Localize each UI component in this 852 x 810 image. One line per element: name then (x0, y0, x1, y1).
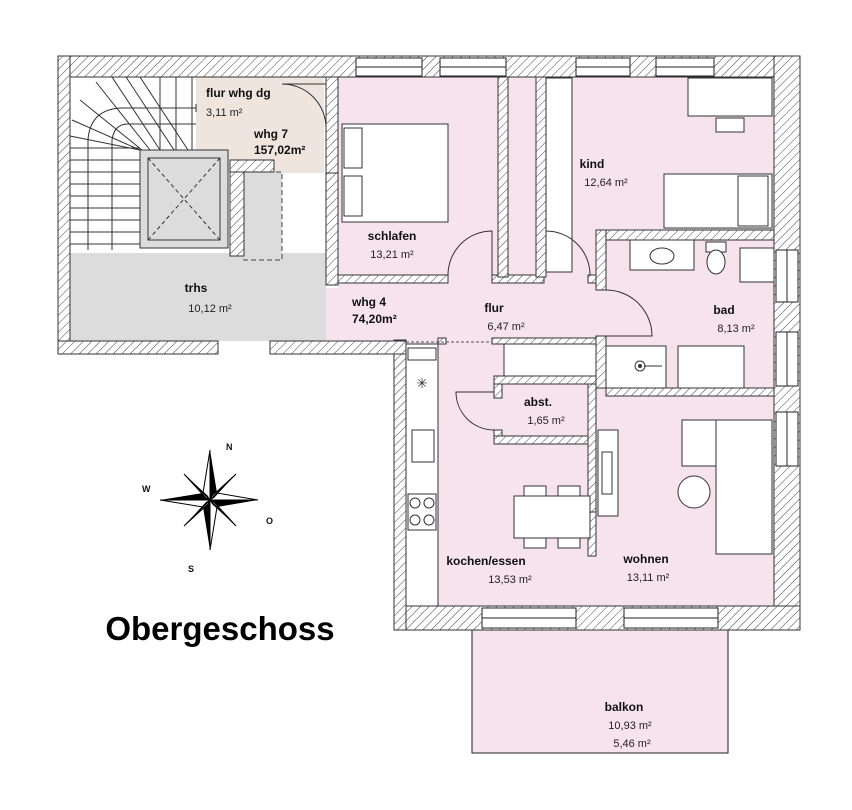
double-bed (341, 123, 449, 223)
room-name-kind: kind (580, 157, 605, 171)
compass-east: O (266, 516, 273, 526)
unit-area-whg4: 74,20m² (352, 312, 397, 326)
interior-walls (229, 76, 775, 557)
lift-floor (140, 150, 228, 248)
compass-south: S (188, 564, 194, 574)
room-area-balkon: 10,93 m² (608, 720, 652, 732)
room-name-flur-whg-dg: flur whg dg (206, 86, 271, 100)
bedroom-door (447, 230, 493, 276)
room-area-balkon-half: 5,46 m² (613, 738, 651, 750)
room-name-schlafen: schlafen (368, 229, 417, 243)
room-name-kochen-essen: kochen/essen (446, 554, 525, 568)
bathroom-fixtures (605, 239, 775, 389)
bathroom-door (605, 289, 653, 337)
balcony (471, 628, 729, 754)
floor-title: Obergeschoss (105, 610, 334, 647)
compass-north: N (226, 442, 233, 452)
unit-area-whg7: 157,02m² (254, 143, 305, 157)
unit-name-whg7: whg 7 (253, 127, 288, 141)
fridge-icon: ✳ (416, 376, 428, 392)
room-area-bad: 8,13 m² (717, 323, 755, 335)
room-name-wohnen: wohnen (622, 552, 668, 566)
room-area-kind: 12,64 m² (584, 177, 628, 189)
room-area-flur-whg-dg: 3,11 m² (206, 107, 243, 119)
kids-room-door (545, 230, 591, 276)
landing-door-arc (281, 83, 327, 129)
kitchen-counter (405, 343, 597, 607)
room-area-schlafen: 13,21 m² (370, 249, 414, 261)
living-furniture (597, 419, 773, 555)
compass-rose-icon: N O S W (142, 442, 273, 574)
stairwell-floor (68, 253, 326, 341)
room-area-trhs: 10,12 m² (188, 303, 232, 315)
room-labels: flur whg dg 3,11 m² whg 7 157,02m² trhs … (185, 86, 755, 750)
room-name-abst: abst. (524, 395, 552, 409)
room-area-flur: 6,47 m² (487, 321, 525, 333)
unit-name-whg4: whg 4 (351, 295, 386, 309)
room-name-trhs: trhs (185, 281, 208, 295)
storage-door (455, 391, 495, 431)
compass-west: W (142, 484, 151, 494)
windows (355, 57, 799, 629)
room-name-flur: flur (484, 301, 504, 315)
room-area-kochen-essen: 13,53 m² (488, 574, 532, 586)
kids-furniture (545, 77, 773, 273)
room-name-balkon: balkon (605, 700, 644, 714)
room-area-wohnen: 13,11 m² (627, 572, 670, 584)
room-area-abst: 1,65 m² (527, 415, 565, 427)
dining-table (513, 485, 591, 549)
staircase (69, 76, 229, 250)
room-name-bad: bad (713, 303, 734, 317)
elevator-shaft (243, 171, 283, 261)
